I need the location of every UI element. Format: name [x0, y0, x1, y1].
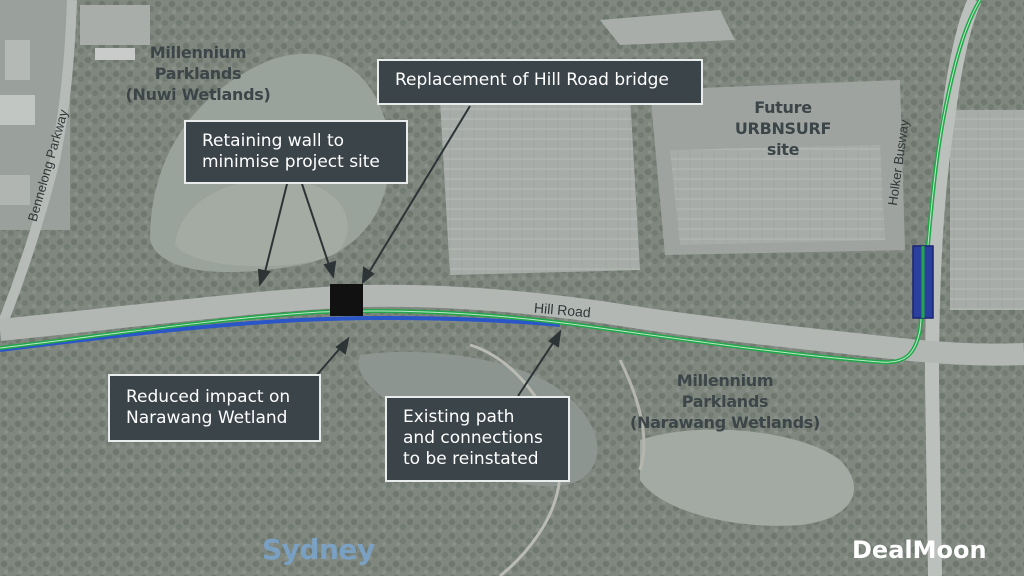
callout-text: Replacement of Hill Road bridge [395, 70, 669, 90]
area-label-line: site [766, 140, 800, 159]
area-label-line: (Nuwi Wetlands) [125, 85, 271, 104]
area-label-line: Millennium [149, 43, 247, 62]
bennelong-parkway [0, 0, 77, 332]
area-label-line: (Narawang Wetlands) [629, 413, 821, 432]
callout-bridge-replacement: Replacement of Hill Road bridge [377, 59, 703, 105]
area-label-line: Future [754, 98, 812, 117]
callout-text: Reduced impact on [126, 387, 291, 407]
area-label-nuwi-wetlands: Millennium Parklands (Nuwi Wetlands) [118, 42, 278, 105]
callout-text: and connections [403, 428, 543, 448]
route-line-blue [0, 315, 561, 352]
area-label-line: Millennium [676, 371, 774, 390]
brand-watermark: DealMoon [852, 536, 987, 564]
callout-text: Retaining wall to [202, 131, 345, 151]
callout-existing-path: Existing path and connections to be rein… [385, 396, 570, 482]
sydney-watermark: Sydney [262, 533, 375, 566]
area-label-line: Parklands [681, 392, 769, 411]
callout-text: Narawang Wetland [126, 408, 288, 428]
callout-retaining-wall: Retaining wall to minimise project site [184, 120, 408, 184]
callout-text: minimise project site [202, 152, 380, 172]
callout-text: to be reinstated [403, 449, 539, 469]
area-label-line: URBNSURF [734, 119, 832, 138]
callout-reduced-impact: Reduced impact on Narawang Wetland [108, 374, 321, 442]
callout-text: Existing path [403, 407, 515, 427]
callout-arrows [257, 105, 562, 397]
area-label-line: Parklands [154, 64, 242, 83]
area-label-narawang-wetlands: Millennium Parklands (Narawang Wetlands) [618, 370, 832, 433]
car-park [440, 85, 640, 275]
area-label-urbnsurf: Future URBNSURF site [718, 97, 848, 160]
bridge-marker [330, 284, 363, 316]
hill-road-carriageway [0, 284, 1024, 366]
